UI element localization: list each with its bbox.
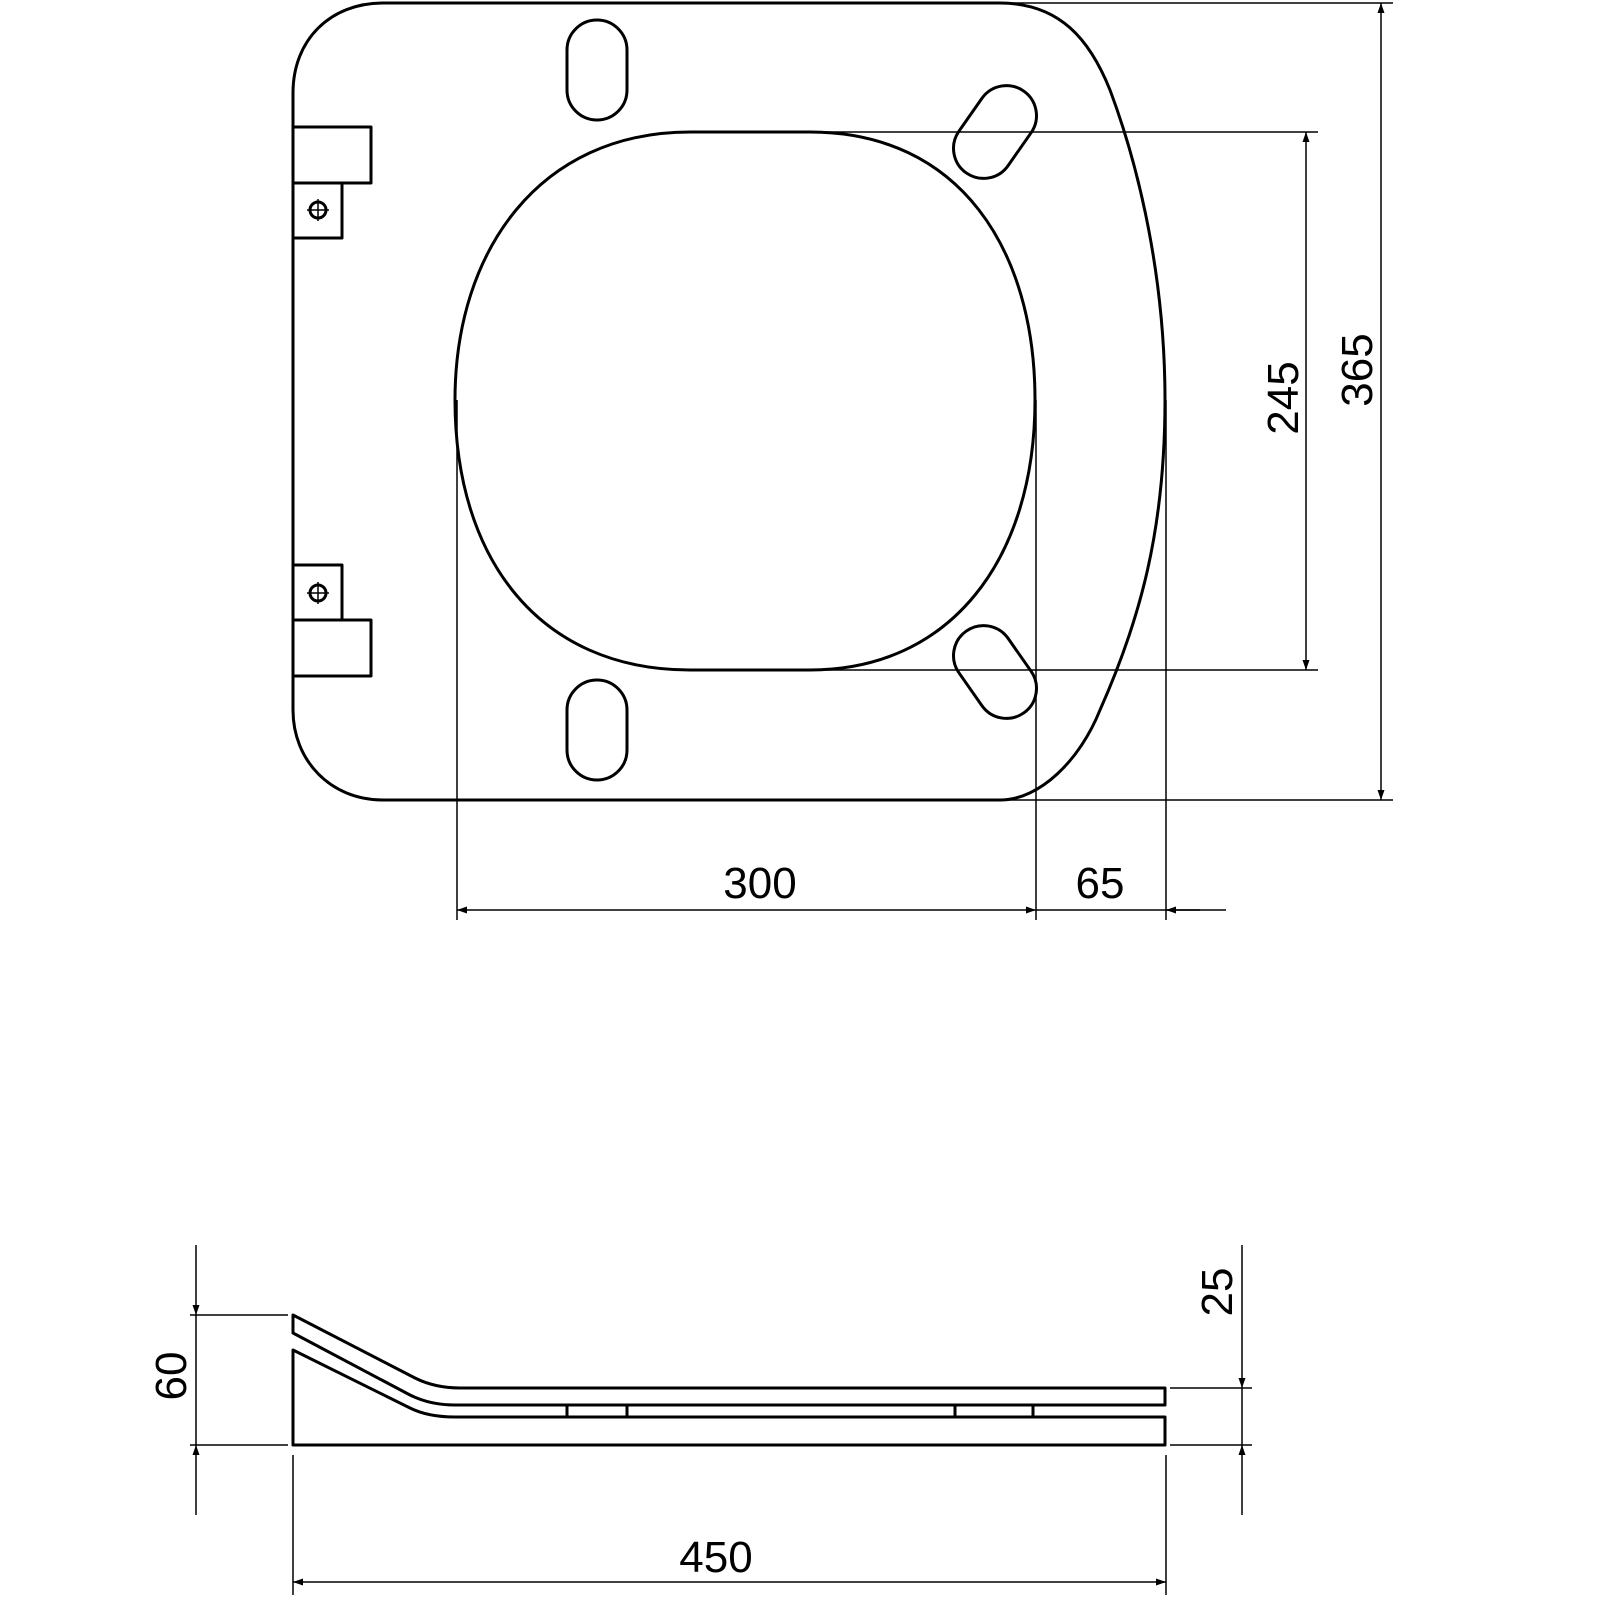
dim-label-365: 365 (1333, 333, 1382, 406)
dim-label-300: 300 (723, 859, 796, 908)
side-view: 450 60 25 (147, 1245, 1252, 1595)
bumper-slot (565, 678, 629, 782)
dim-label-60: 60 (147, 1352, 196, 1401)
seat-outline (291, 1, 1167, 802)
bumper-slot (565, 18, 629, 122)
bumper-slot (952, 624, 1038, 720)
dim-label-65: 65 (1076, 859, 1125, 908)
hinge-top (291, 125, 373, 240)
hinge-bottom (291, 563, 373, 678)
seat-profile (291, 1348, 1167, 1447)
dim-label-245: 245 (1259, 361, 1308, 434)
seat-opening (453, 130, 1037, 672)
dim-label-25: 25 (1193, 1268, 1242, 1317)
top-view: 300 65 245 365 (291, 1, 1393, 920)
bumper-slot (952, 84, 1038, 180)
lid-profile (291, 1313, 1167, 1407)
dim-label-450: 450 (679, 1533, 752, 1582)
